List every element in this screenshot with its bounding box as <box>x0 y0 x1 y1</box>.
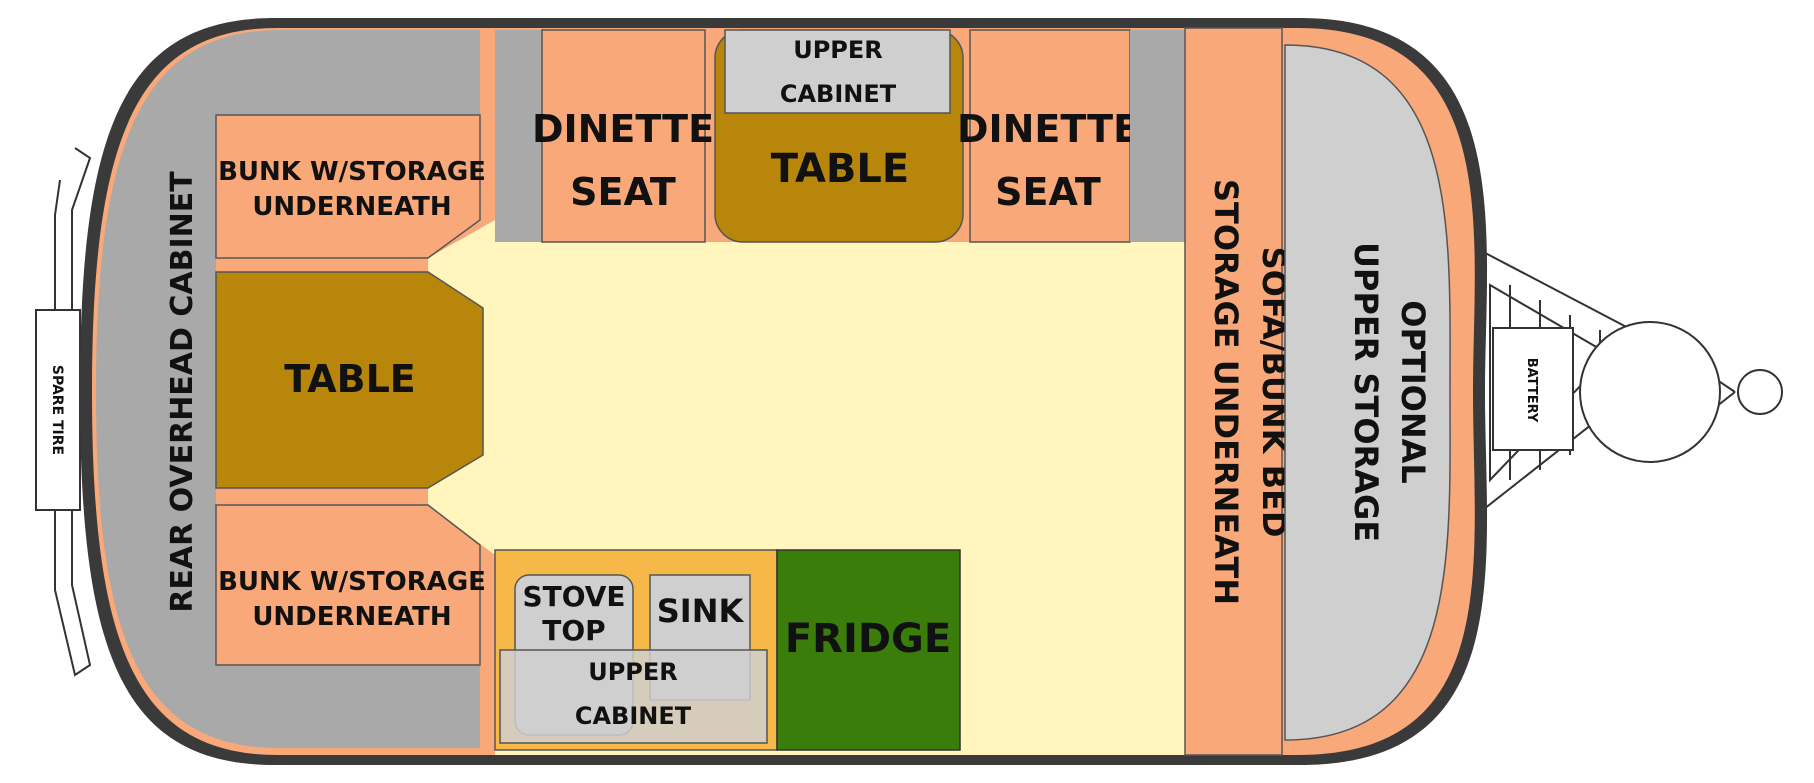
dinette-table-label: TABLE <box>771 146 909 192</box>
battery-label: BATTERY <box>1524 358 1539 423</box>
stove-top-label-line2: TOP <box>542 614 605 647</box>
sink-label: SINK <box>657 592 745 630</box>
sofa-bunk <box>1184 27 1283 756</box>
spare-tire-label: SPARE TIRE <box>49 365 65 455</box>
dinette-right-seat <box>969 29 1131 243</box>
upper-cabinet-top-label-line2: CABINET <box>780 80 897 108</box>
upper-cabinet-top <box>724 29 951 114</box>
rear-table <box>215 271 484 489</box>
upper-cabinet-top-label-line1: UPPER <box>793 36 883 64</box>
upper-cabinet-bottom-label-line2: CABINET <box>575 702 692 730</box>
spare-tire <box>35 309 81 511</box>
propane-tank <box>1579 321 1721 463</box>
dinette-right-cabinet <box>1130 30 1185 242</box>
battery-box <box>1492 327 1574 451</box>
optional-upper-storage <box>1284 44 1451 741</box>
rear-overhead-cabinet <box>96 30 480 748</box>
bunk-bottom-label-line2: UNDERNEATH <box>252 602 451 632</box>
dinette-right-label-line1: DINETTE <box>957 107 1139 151</box>
optional-storage-label-line1: OPTIONAL <box>1394 300 1432 484</box>
dinette-left-cabinet <box>495 30 542 242</box>
hitch-ball <box>1737 369 1783 415</box>
rear-table-label: TABLE <box>284 357 416 401</box>
bunk-top-label-line2: UNDERNEATH <box>252 192 451 222</box>
stove-top-label-line1: STOVE <box>522 580 625 613</box>
bunk-top-label-line1: BUNK W/STORAGE <box>218 157 486 187</box>
bunk-bottom <box>215 504 481 666</box>
rear-cabinet-label: REAR OVERHEAD CABINET <box>165 171 200 613</box>
fridge-label: FRIDGE <box>785 616 951 662</box>
dinette-left-label-line1: DINETTE <box>532 107 714 151</box>
fridge <box>776 549 961 751</box>
upper-cabinet-bottom <box>499 649 768 744</box>
sofa-bunk-label-line2: STORAGE UNDERNEATH <box>1207 179 1245 605</box>
dinette-left-label-line2: SEAT <box>570 170 676 214</box>
bunk-bottom-label-line1: BUNK W/STORAGE <box>218 567 486 597</box>
dinette-left-seat <box>541 29 706 243</box>
bunk-top <box>215 114 481 259</box>
dinette-right-label-line2: SEAT <box>995 170 1101 214</box>
upper-cabinet-bottom-label-line1: UPPER <box>588 658 678 686</box>
spare-tire-group: SPARE TIRE <box>35 147 92 677</box>
optional-storage-label-line2: UPPER STORAGE <box>1347 242 1385 542</box>
